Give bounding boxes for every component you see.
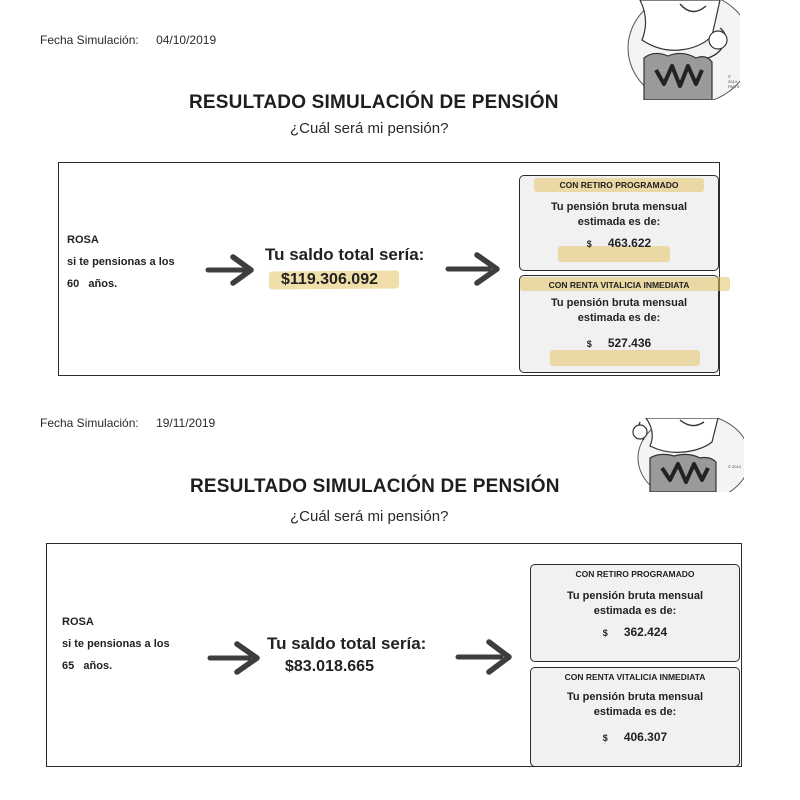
option-line1: Tu pensión bruta mensual: [566, 590, 704, 602]
highlighter-mark: [558, 246, 670, 262]
option-line1: Tu pensión bruta mensual: [566, 691, 704, 703]
arrow-right-icon: [207, 640, 263, 676]
amount-value: 463.622: [607, 236, 652, 250]
pension-text: si te pensionas a los: [67, 256, 175, 268]
option-renta-vitalicia: CON RENTA VITALICIA INMEDIATA Tu pensión…: [530, 667, 740, 767]
pension-text: si te pensionas a los: [62, 638, 170, 650]
option-line2: estimada es de:: [593, 605, 677, 617]
highlighter-mark: [520, 277, 730, 291]
arrow-right-icon: [445, 251, 503, 287]
mascot-illustration: © 2014 PAITS: [620, 0, 740, 100]
person-info: ROSA si te pensionas a los 65 años.: [62, 611, 170, 677]
fecha-label: Fecha Simulación:: [40, 416, 139, 430]
page-subtitle: ¿Cuál será mi pensión?: [290, 508, 449, 525]
page-subtitle: ¿Cuál será mi pensión?: [290, 120, 449, 137]
highlighter-mark: [550, 350, 700, 366]
simulation-1: Fecha Simulación: 04/10/2019 © 2014 PAIT…: [40, 0, 740, 376]
page-title: RESULTADO SIMULACIÓN DE PENSIÓN: [189, 92, 559, 113]
option-head: CON RENTA VITALICIA INMEDIATA: [564, 672, 706, 682]
currency-symbol: $: [586, 339, 592, 349]
option-amount: $463.622: [520, 236, 718, 250]
person-name: ROSA: [62, 616, 94, 628]
retirement-age-line: 60 años.: [67, 273, 175, 295]
option-retiro-programado: CON RETIRO PROGRAMADO Tu pensión bruta m…: [519, 175, 719, 271]
option-description: Tu pensión bruta mensual estimada es de:: [520, 200, 718, 230]
retirement-age-line: 65 años.: [62, 655, 170, 677]
currency-symbol: $: [602, 733, 608, 743]
mascot-illustration: © 2014: [632, 418, 744, 492]
person-info: ROSA si te pensionas a los 60 años.: [67, 229, 175, 295]
age-unit: años.: [83, 660, 113, 672]
fecha-value: 19/11/2019: [156, 416, 216, 430]
mascot-icon: [627, 0, 740, 100]
saldo-value: $83.018.665: [285, 658, 374, 675]
option-description: Tu pensión bruta mensual estimada es de:: [520, 296, 718, 326]
result-panel: ROSA si te pensionas a los 60 años. Tu s…: [58, 162, 730, 376]
person-name: ROSA: [67, 234, 99, 246]
arrow-right-icon: [455, 638, 515, 676]
mascot-icon: [632, 418, 744, 492]
fecha-label: Fecha Simulación:: [40, 33, 139, 47]
option-retiro-programado: CON RETIRO PROGRAMADO Tu pensión bruta m…: [530, 564, 740, 662]
option-head: CON RETIRO PROGRAMADO: [575, 569, 695, 579]
amount-value: 362.424: [623, 625, 668, 639]
mascot-copyright: © 2014 PAITS: [728, 74, 740, 89]
result-panel: ROSA si te pensionas a los 65 años. Tu s…: [46, 543, 742, 767]
retirement-age: 60: [67, 278, 80, 290]
option-description: Tu pensión bruta mensual estimada es de:: [531, 690, 739, 720]
option-description: Tu pensión bruta mensual estimada es de:: [531, 589, 739, 619]
option-line2: estimada es de:: [593, 706, 677, 718]
fecha-simulacion: Fecha Simulación: 19/11/2019: [40, 416, 215, 430]
mascot-copyright: © 2014: [728, 464, 741, 469]
amount-value: 406.307: [623, 730, 668, 744]
option-amount: $406.307: [531, 730, 739, 744]
option-head: CON RENTA VITALICIA INMEDIATA: [548, 280, 690, 290]
option-line2: estimada es de:: [577, 216, 661, 228]
page-title: RESULTADO SIMULACIÓN DE PENSIÓN: [190, 476, 560, 497]
option-renta-vitalicia: CON RENTA VITALICIA INMEDIATA Tu pensión…: [519, 275, 730, 373]
arrow-right-icon: [205, 253, 257, 287]
simulation-2: Fecha Simulación: 19/11/2019 © 2014 RESU…: [0, 400, 800, 800]
fecha-simulacion: Fecha Simulación: 04/10/2019: [40, 33, 216, 47]
saldo-value: $119.306.092: [281, 271, 378, 288]
fecha-value: 04/10/2019: [156, 33, 217, 47]
option-line1: Tu pensión bruta mensual: [550, 201, 688, 213]
option-line2: estimada es de:: [577, 312, 661, 324]
option-line1: Tu pensión bruta mensual: [550, 297, 688, 309]
saldo-label: Tu saldo total sería:: [265, 245, 425, 264]
retirement-age: 65: [62, 660, 75, 672]
amount-value: 527.436: [607, 336, 652, 350]
option-head: CON RETIRO PROGRAMADO: [559, 180, 679, 190]
currency-symbol: $: [602, 628, 608, 638]
option-amount: $362.424: [531, 625, 739, 639]
option-amount: $527.436: [520, 336, 718, 350]
saldo-label: Tu saldo total sería:: [267, 634, 427, 653]
currency-symbol: $: [586, 239, 592, 249]
age-unit: años.: [88, 278, 118, 290]
highlighter-mark: [534, 178, 704, 192]
